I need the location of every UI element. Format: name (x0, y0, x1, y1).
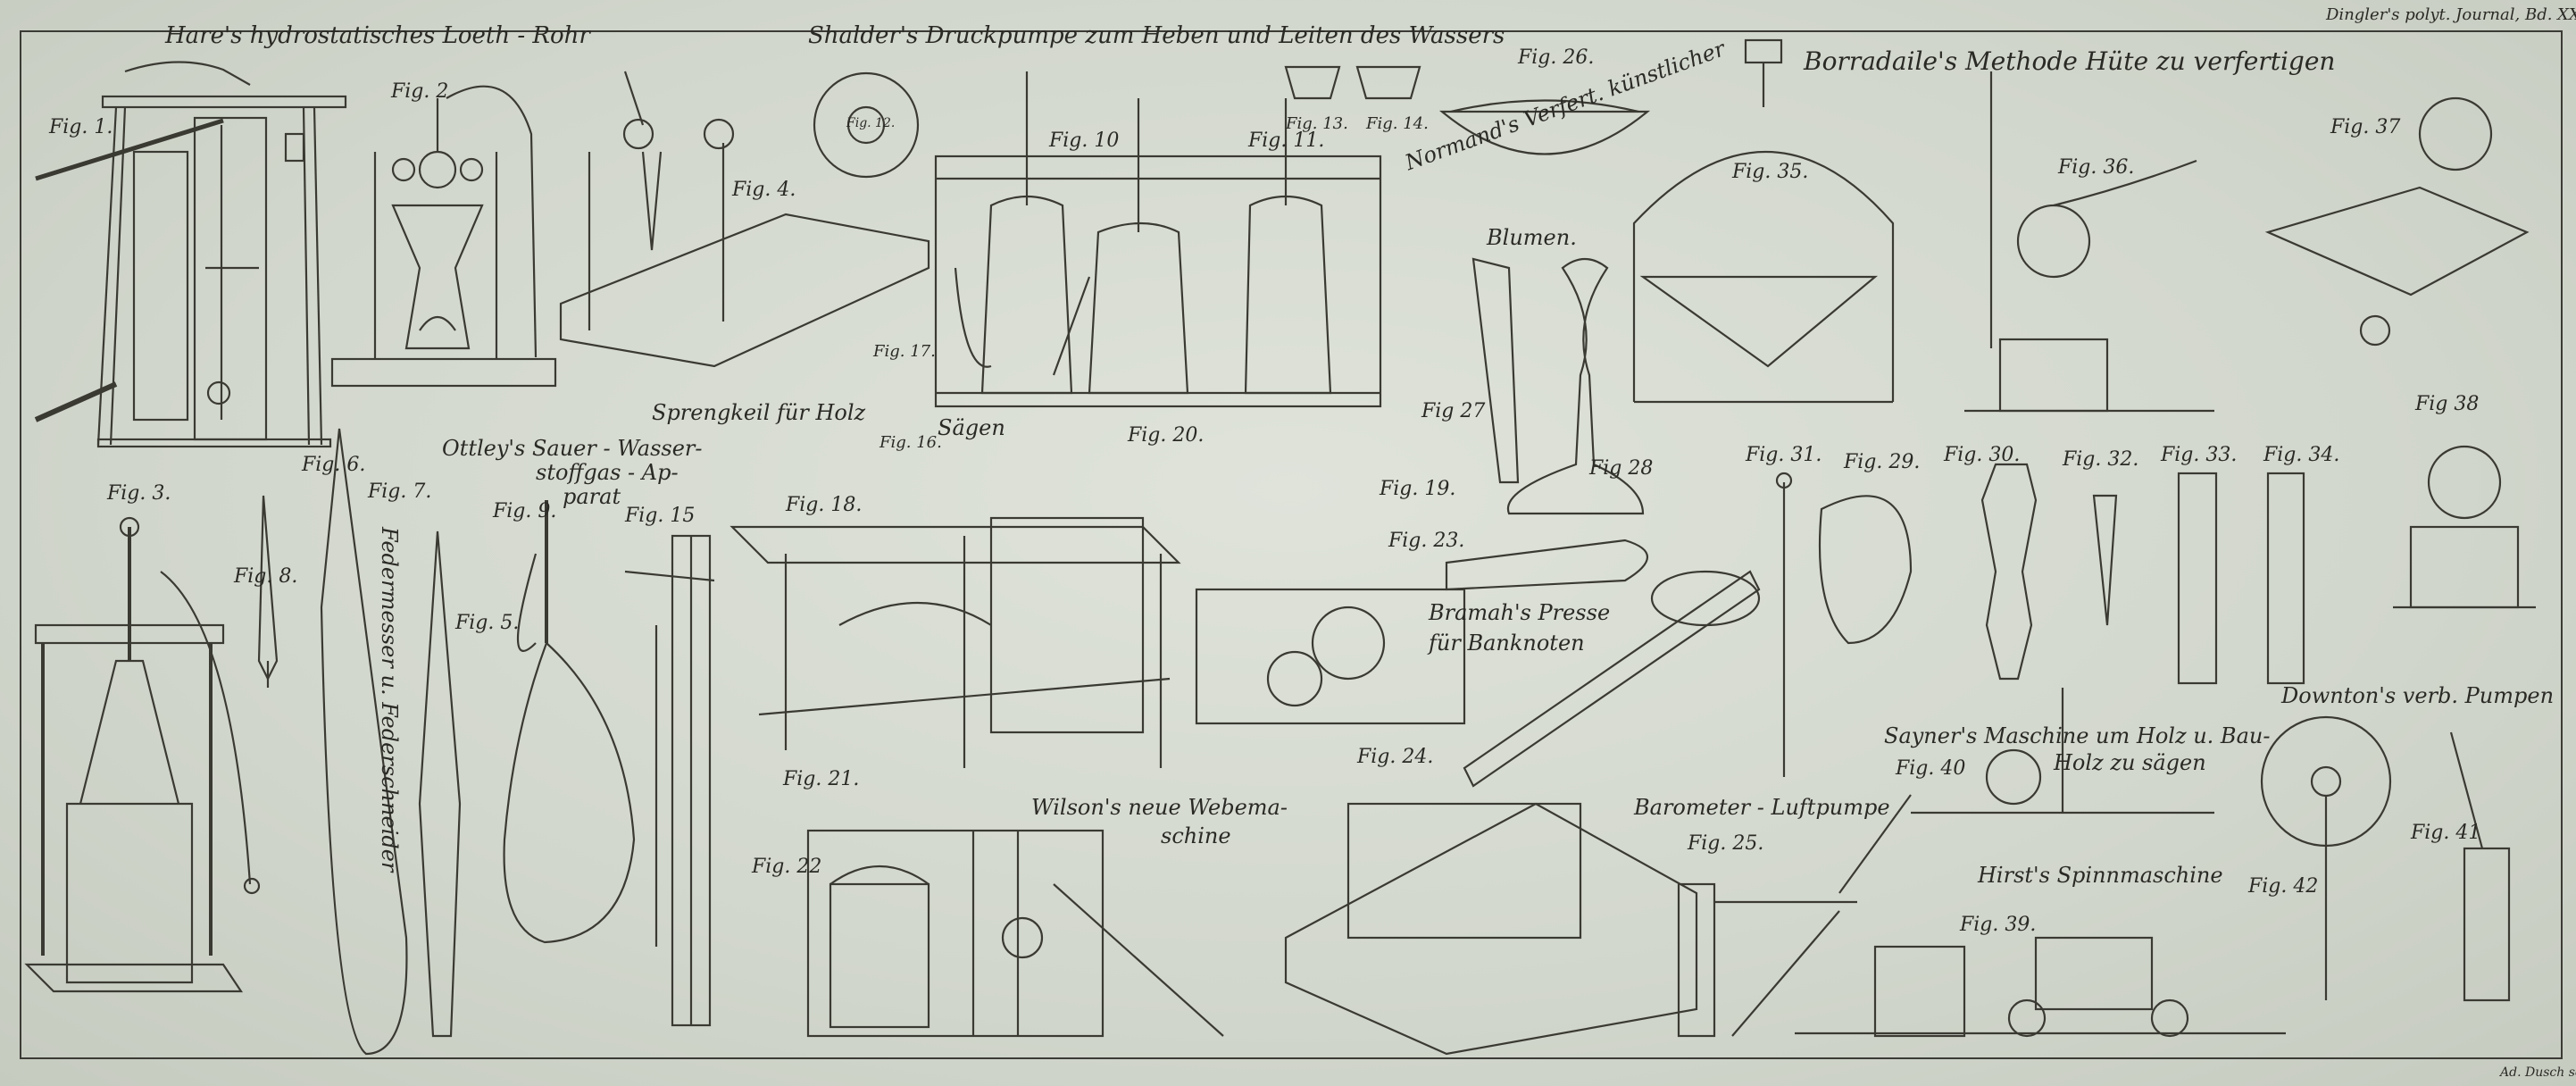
fig-label-3: Fig. 3. (107, 482, 171, 505)
title-hirst: Hirst's Spinnmaschine (1978, 863, 2223, 888)
fig-label-34: Fig. 34. (2263, 444, 2340, 466)
fig18-loom (729, 516, 1181, 768)
fig9-bulb (503, 500, 636, 944)
title-saegen: Sägen (938, 415, 1005, 440)
fig-label-37: Fig. 37 (2330, 116, 2401, 138)
fig29-34-objects (1775, 463, 2305, 777)
title-sayner-2: Holz zu sägen (2054, 750, 2206, 775)
fig-label-12: Fig. 12. (846, 116, 896, 130)
fig-label-8: Fig. 8. (234, 565, 298, 588)
fig23-24-bramah-press (1195, 539, 1761, 1056)
title-wilson-1: Wilson's neue Webema- (1031, 795, 1288, 820)
journal-reference: Dingler's polyt. Journal, Bd. XXII. Tb. … (2326, 5, 2576, 24)
fig39-40-machines (1795, 688, 2286, 1038)
fig-label-5: Fig. 5. (455, 612, 520, 634)
fig-label-9: Fig. 9. (493, 500, 557, 522)
fig41-42-pumps (2260, 715, 2511, 1002)
fig25-barometer-pump (1677, 794, 1912, 1038)
title-barometer: Barometer - Luftpumpe (1634, 795, 1890, 820)
fig-label-11: Fig. 11. (1248, 129, 1325, 152)
fig-label-41: Fig. 41 (2411, 822, 2481, 844)
fig2-apparatus (330, 85, 557, 388)
title-bramah-2: für Banknoten (1429, 631, 1585, 656)
title-shalder: Shalder's Druckpumpe zum Heben und Leite… (808, 22, 1505, 49)
fig-label-39: Fig. 39. (1960, 914, 2037, 936)
title-sayner-1: Sayner's Maschine um Holz u. Bau- (1884, 723, 2271, 748)
title-ottley-2: stoffgas - Ap- (536, 460, 679, 485)
fig26-basin (1438, 99, 1651, 155)
fig-label-1: Fig. 1. (49, 116, 113, 138)
fig-label-40: Fig. 40 (1896, 757, 1966, 780)
fig-label-38: Fig 38 (2415, 393, 2480, 415)
fig15-tube (624, 534, 715, 1027)
fig-label-10: Fig. 10 (1049, 129, 1120, 152)
fig37-hat-stretcher (2264, 96, 2530, 347)
fig-label-4: Fig. 4. (732, 179, 796, 201)
fig-label-19: Fig. 19. (1380, 478, 1456, 500)
fig-label-21: Fig. 21. (783, 768, 860, 790)
title-bramah-1: Bramah's Presse (1429, 600, 1611, 625)
fig-label-14: Fig. 14. (1366, 114, 1429, 133)
title-hare: Hare's hydrostatisches Loeth - Rohr (165, 22, 590, 49)
plate-border (20, 30, 2563, 1059)
fig-label-29: Fig. 29. (1844, 451, 1921, 473)
fig-label-28: Fig 28 (1589, 457, 1654, 480)
title-ottley-1: Ottley's Sauer - Wasser- (442, 436, 703, 461)
fig-label-22: Fig. 22 (752, 856, 822, 878)
title-downton: Downton's verb. Pumpen (2281, 683, 2555, 708)
fig-label-2: Fig. 2 (391, 80, 449, 103)
fig-label-33: Fig. 33. (2161, 444, 2238, 466)
fig-label-23: Fig. 23. (1388, 530, 1465, 552)
fig-label-16: Fig. 16. (880, 433, 942, 452)
fig-label-31: Fig. 31. (1746, 444, 1822, 466)
fig-label-6: Fig. 6. (302, 454, 366, 476)
fig1-hydrostatic-blowpipe (34, 61, 347, 448)
fig10-14-pumps (813, 65, 1421, 408)
fig-label-13: Fig. 13. (1286, 114, 1348, 133)
fig-label-18: Fig. 18. (786, 494, 863, 516)
fig-label-15: Fig. 15 (625, 505, 696, 527)
fig38-pump (2393, 445, 2536, 609)
fig-label-20: Fig. 20. (1128, 424, 1205, 447)
title-borradaile: Borradaile's Methode Hüte zu verfertigen (1804, 46, 2336, 76)
fig-label-42: Fig. 42 (2248, 875, 2319, 898)
fig-label-32: Fig. 32. (2063, 448, 2139, 471)
fig-label-27: Fig 27 (1421, 400, 1486, 422)
fig5-8-blades (257, 428, 462, 1056)
fig-label-36: Fig. 36. (2058, 156, 2135, 179)
title-normand-2: Blumen. (1487, 225, 1577, 250)
fig-label-7: Fig. 7. (368, 480, 432, 503)
title-federmesser: Federmesser u. Federschneider (377, 527, 402, 873)
title-ottley-3: parat (563, 484, 621, 509)
fig-label-24: Fig. 24. (1357, 746, 1434, 768)
engraver-credit: Ad. Dusch sc. (2500, 1065, 2576, 1080)
fig-label-25: Fig. 25. (1688, 832, 1764, 855)
title-sprengkeil: Sprengkeil für Holz (652, 400, 866, 425)
fig4-tray (559, 71, 930, 368)
fig-label-30: Fig. 30. (1944, 444, 2021, 466)
fig22-wilson-loom (806, 829, 1224, 1038)
fig3-vessel (24, 516, 261, 993)
fig-label-17: Fig. 17. (873, 342, 936, 361)
fig27-28-tools (1471, 257, 1645, 515)
title-wilson-2: schine (1161, 823, 1231, 848)
fig35-hat-frame (1632, 38, 1895, 404)
fig-label-35: Fig. 35. (1732, 161, 1809, 183)
fig-label-26: Fig. 26. (1518, 46, 1595, 69)
fig36-machine (1964, 71, 2214, 413)
